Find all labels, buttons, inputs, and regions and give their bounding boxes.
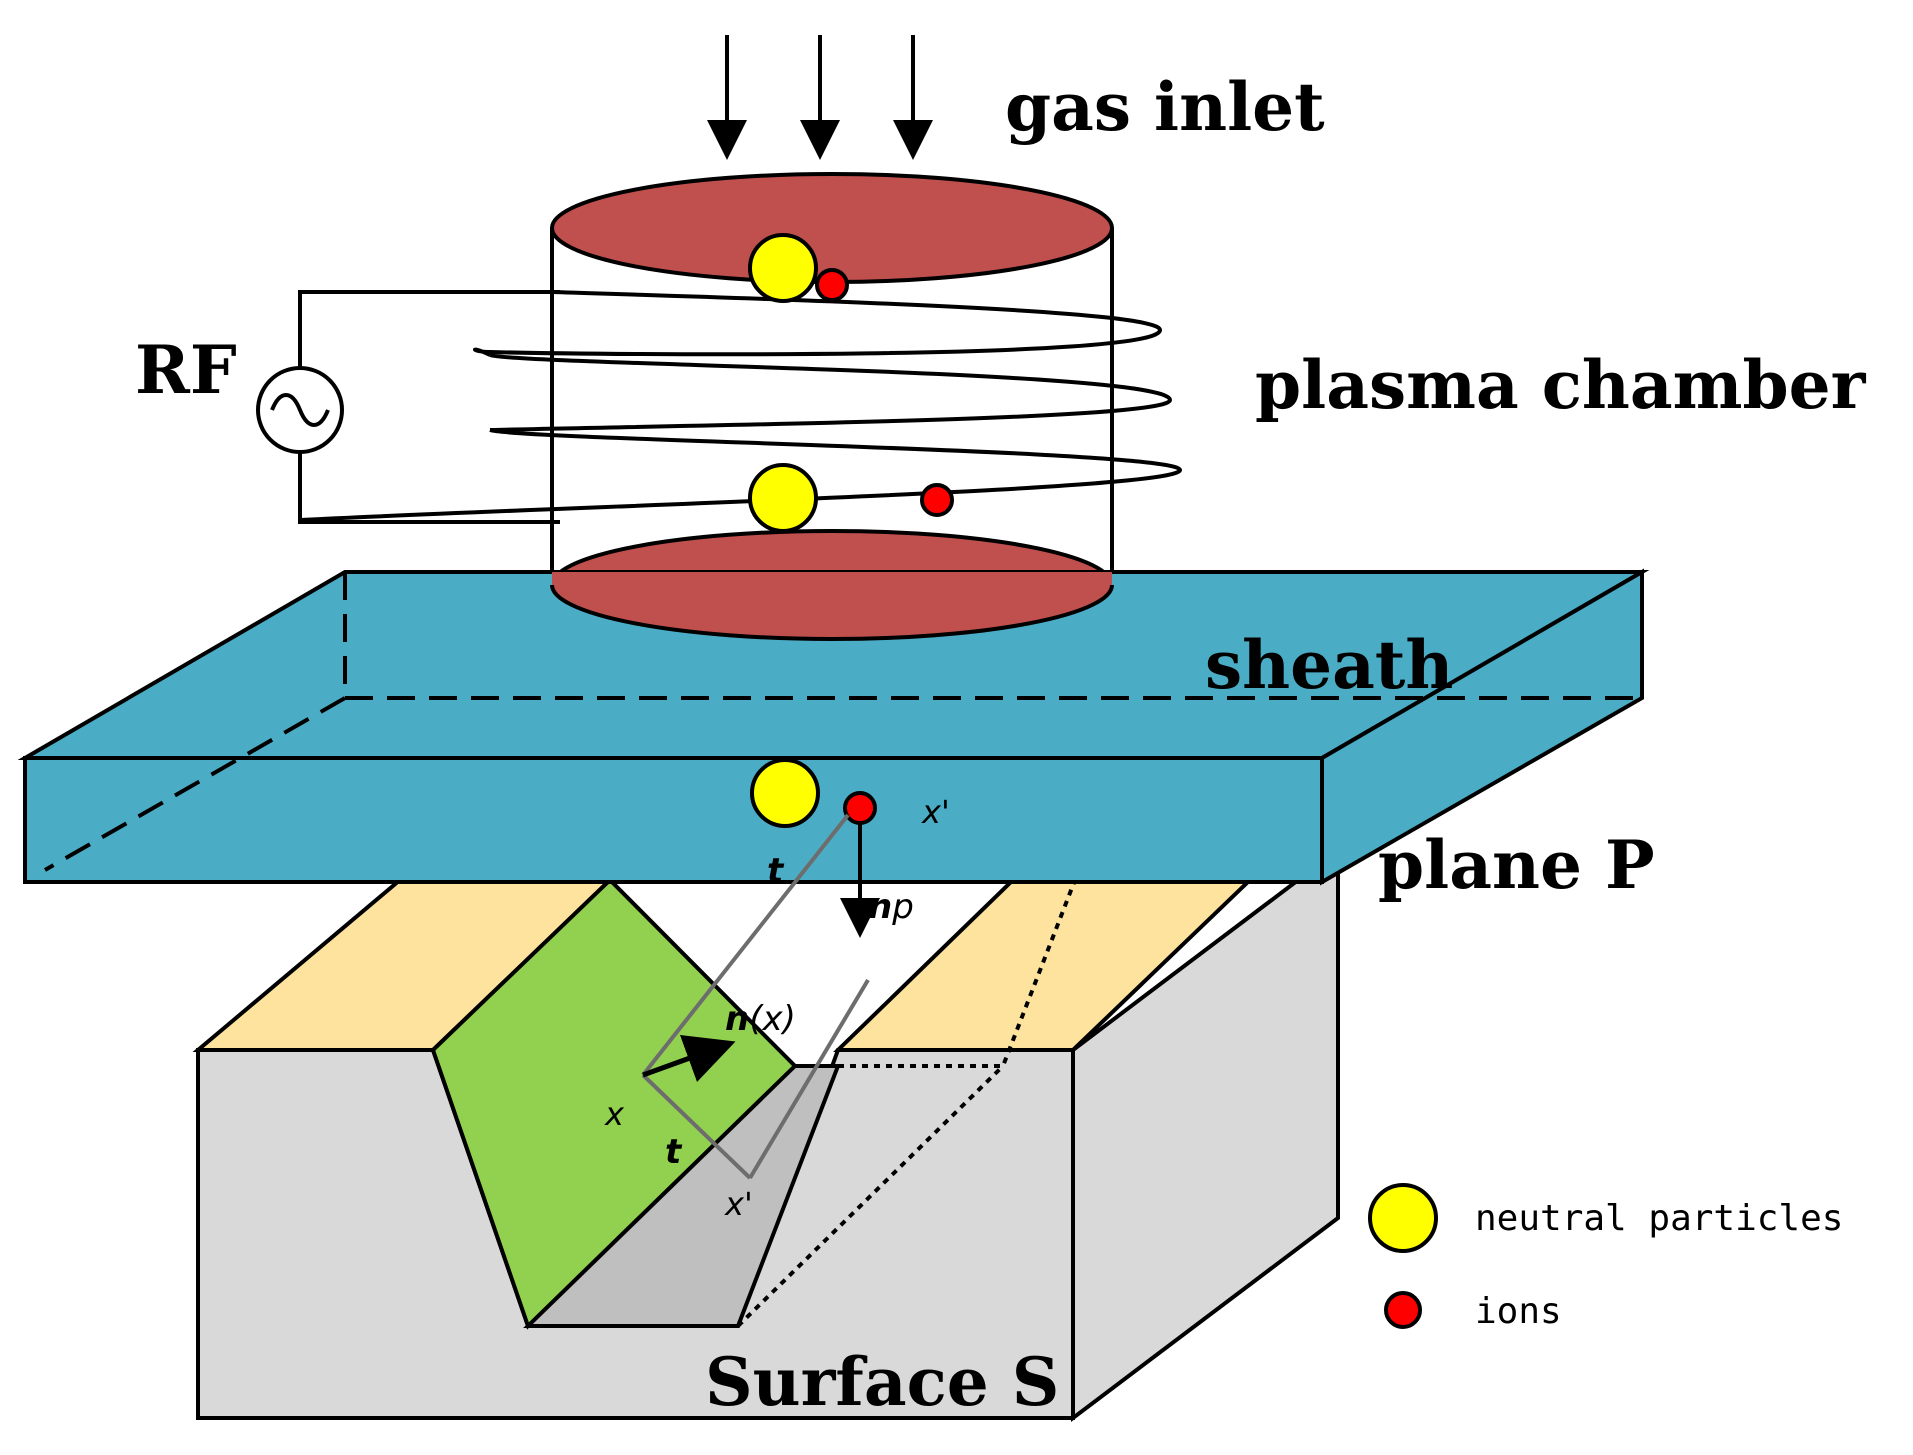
gas-inlet-arrows: [707, 35, 933, 160]
ion-particle: [843, 791, 877, 825]
legend: neutral particles ions: [1368, 1183, 1843, 1332]
legend-ion-label: ions: [1475, 1291, 1562, 1332]
rf-coil: [299, 290, 1183, 522]
surface-block: [192, 845, 1340, 1423]
np-bold: n: [868, 887, 892, 927]
t-bottom-label: t: [665, 1132, 683, 1172]
neutral-particle: [748, 233, 818, 303]
ray-x-to-xprime-top: [641, 813, 850, 1077]
ray-xprime-bottom: [748, 978, 870, 1180]
chamber-bottom-visible: [552, 572, 1112, 639]
chamber-top-cap: [550, 172, 1114, 284]
surface-s-label: Surface S: [705, 1343, 1059, 1421]
sheath-slab: [17, 568, 1650, 886]
t-top-label: t: [767, 851, 785, 891]
ion-particle: [815, 268, 849, 302]
plane-p-label: plane P: [1378, 826, 1655, 904]
normal-n-arrow: [642, 1035, 736, 1083]
sheath-label: sheath: [1205, 626, 1453, 704]
n-bold: n: [725, 999, 749, 1039]
legend-neutral-swatch: [1368, 1183, 1438, 1253]
gas-inlet-label: gas inlet: [1005, 68, 1325, 146]
legend-neutral-label: neutral particles: [1475, 1198, 1843, 1239]
hidden-trench-floor: [736, 1064, 1005, 1328]
n-x-label: n(x): [725, 999, 796, 1039]
ray-x-to-xprime-bottom: [641, 1073, 752, 1180]
sheath-front-face: [23, 756, 1324, 884]
np-sub: p: [891, 887, 914, 927]
x-prime-top-label: x': [921, 793, 950, 831]
x-label: x: [604, 1095, 625, 1133]
x-prime-bottom-label: x': [724, 1185, 753, 1223]
rf-circuit: [256, 290, 560, 524]
neutral-particle: [750, 758, 820, 828]
neutral-particle: [748, 463, 818, 533]
geometry-lines: [641, 813, 870, 1180]
plasma-chamber: [299, 172, 1183, 641]
rf-label: RF: [135, 331, 237, 409]
np-label: np: [868, 887, 914, 927]
n-arg: (x): [749, 999, 796, 1039]
legend-ion-swatch: [1384, 1291, 1422, 1329]
ion-particle: [920, 483, 954, 517]
sheath-hidden-edges: [44, 572, 1642, 872]
plasma-chamber-label: plasma chamber: [1255, 346, 1867, 424]
